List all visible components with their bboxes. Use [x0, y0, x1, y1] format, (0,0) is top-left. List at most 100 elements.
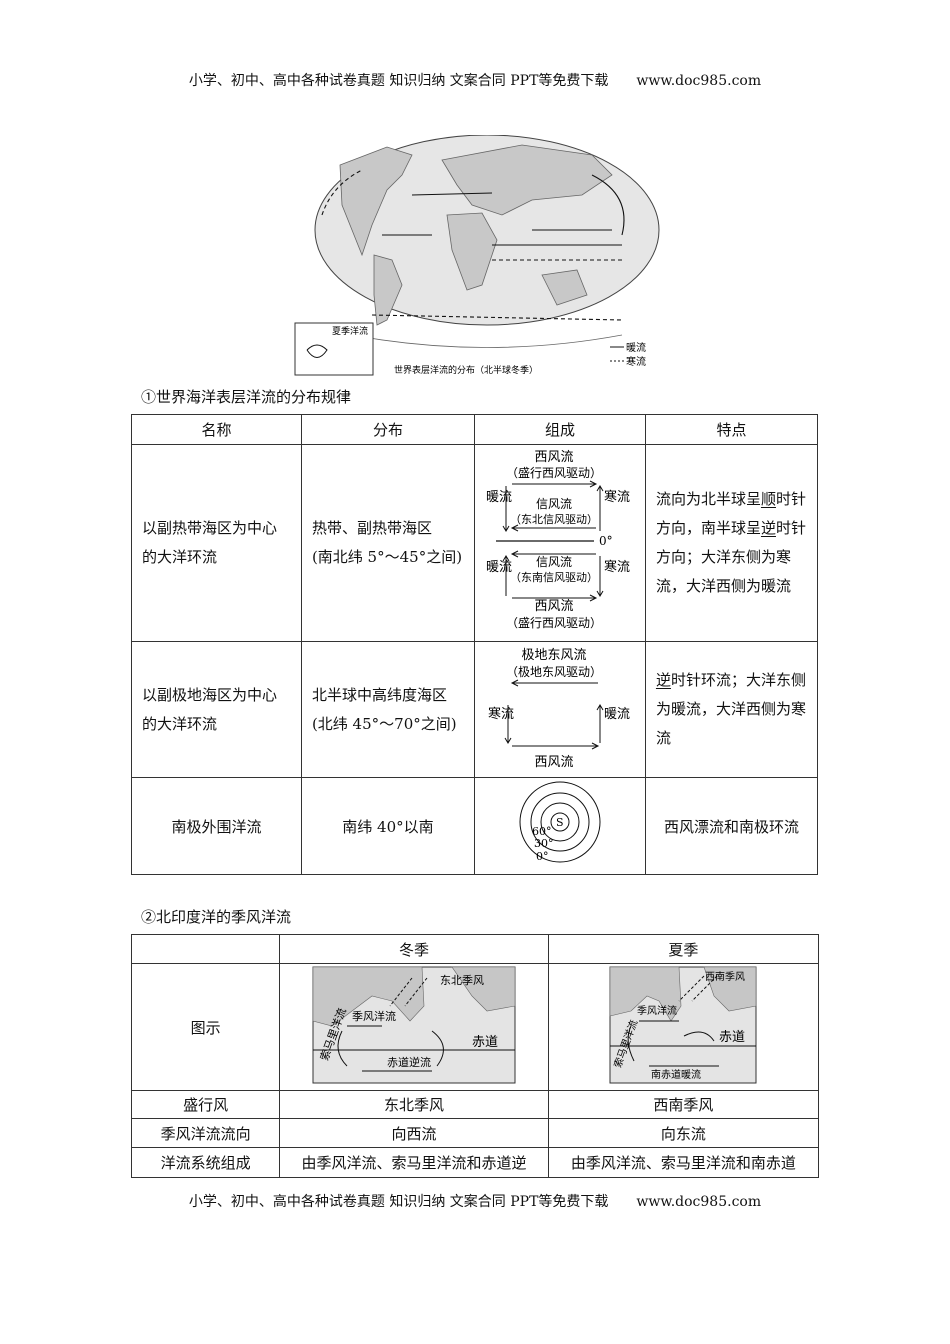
table-row: 以副极地海区为中心 的大洋环流 北半球中高纬度海区 (北纬 45°～70°之间)… — [131, 641, 819, 778]
svg-text:（东北信风驱动）: （东北信风驱动） — [510, 513, 598, 526]
row3-name: 南极外围洋流 — [131, 777, 302, 875]
page-header: 小学、初中、高中各种试卷真题 知识归纳 文案合同 PPT等免费下载 www.doc… — [0, 70, 950, 90]
row2-name: 以副极地海区为中心 的大洋环流 — [131, 641, 302, 778]
svg-text:赤道: 赤道 — [719, 1030, 745, 1045]
svg-text:0°: 0° — [536, 850, 549, 863]
winter-value: 东北季风 — [279, 1090, 549, 1119]
table-row: 以副热带海区为中心 的大洋环流 热带、副热带海区 (南北纬 5°～45°之间) … — [131, 444, 819, 642]
land-eurasia — [441, 144, 613, 216]
svg-text:信风流: 信风流 — [536, 555, 572, 569]
header-site: www.doc985.com — [636, 73, 762, 89]
svg-text:西风流: 西风流 — [534, 755, 573, 770]
table-header-row: 名称 分布 组成 特点 — [131, 414, 819, 445]
svg-text:东北季风: 东北季风 — [440, 974, 484, 987]
subpolar-arrows — [504, 679, 604, 749]
svg-text:暖流: 暖流 — [604, 707, 630, 722]
monsoon-current-table: 冬季 夏季 图示 东北季风 季风洋流 索马里洋流 赤道 — [130, 934, 820, 1178]
distribution-table: 名称 分布 组成 特点 以副热带海区为中心 的大洋环流 热带、副热带海区 (南北… — [131, 414, 819, 875]
page-footer: 小学、初中、高中各种试卷真题 知识归纳 文案合同 PPT等免费下载 www.doc… — [0, 1191, 950, 1211]
section1-title: ①世界海洋表层洋流的分布规律 — [141, 388, 352, 406]
svg-text:西风流: 西风流 — [534, 450, 573, 465]
summer-monsoon-map: 西南季风 季风洋流 索马里洋流 赤道 南赤道暖流 — [609, 966, 757, 1084]
svg-text:寒流: 寒流 — [604, 489, 630, 505]
land-north-america — [339, 146, 413, 257]
header-text: 小学、初中、高中各种试卷真题 知识归纳 文案合同 PPT等免费下载 — [188, 73, 609, 89]
table-row: 南极外围洋流 南纬 40°以南 S 60° 30° 0° 西风漂流和南极环流 — [131, 777, 819, 875]
col-distribution: 分布 — [300, 414, 475, 445]
col-feature: 特点 — [644, 414, 819, 445]
svg-text:南赤道暖流: 南赤道暖流 — [651, 1068, 701, 1081]
winter-value: 向西流 — [279, 1118, 549, 1148]
subpolar-gyre-diagram: 极地东风流 （极地东风驱动） 西风流 寒流 暖流 — [488, 648, 630, 770]
svg-text:60°: 60° — [532, 825, 552, 838]
summer-value: 向东流 — [547, 1118, 820, 1148]
row3-distribution: 南纬 40°以南 — [300, 777, 475, 875]
svg-text:季风洋流: 季风洋流 — [352, 1009, 396, 1023]
land-antarctica — [351, 334, 623, 348]
svg-text:信风流: 信风流 — [536, 497, 572, 511]
summer-value: 由季风洋流、索马里洋流和南赤道 — [547, 1147, 820, 1178]
col-composition: 组成 — [473, 414, 646, 445]
svg-text:（盛行西风驱动）: （盛行西风驱动） — [506, 615, 602, 630]
current-arrows — [321, 169, 625, 321]
legend-warm-label: 暖流 — [626, 341, 646, 354]
col-winter: 冬季 — [279, 934, 549, 964]
svg-text:暖流: 暖流 — [486, 560, 512, 575]
svg-text:季风洋流: 季风洋流 — [637, 1004, 677, 1017]
svg-text:暖流: 暖流 — [486, 490, 512, 505]
svg-text:西南季风: 西南季风 — [705, 970, 745, 983]
subtropical-gyre-diagram: 西风流 （盛行西风驱动） 信风流 （东北信风驱动） 信风流 （东南信风驱动） 西… — [486, 450, 630, 630]
footer-text: 小学、初中、高中各种试卷真题 知识归纳 文案合同 PPT等免费下载 — [188, 1194, 609, 1210]
row3-feature: 西风漂流和南极环流 — [644, 777, 819, 875]
svg-text:30°: 30° — [534, 837, 554, 850]
winter-monsoon-map: 东北季风 季风洋流 索马里洋流 赤道 赤道逆流 — [312, 966, 516, 1084]
row3-diagram-cell: S 60° 30° 0° — [473, 777, 646, 875]
summer-map-cell: 西南季风 季风洋流 索马里洋流 赤道 南赤道暖流 — [547, 963, 820, 1091]
legend-cold-label: 寒流 — [626, 355, 646, 368]
gyre-arrows — [495, 480, 604, 602]
row2-distribution: 北半球中高纬度海区 (北纬 45°～70°之间) — [300, 641, 475, 778]
land-africa — [446, 212, 498, 291]
svg-text:寒流: 寒流 — [604, 559, 630, 575]
row2-feature: 逆时针环流；大洋东侧为暖流，大洋西侧为寒流 — [644, 641, 819, 778]
svg-text:赤道逆流: 赤道逆流 — [387, 1055, 431, 1069]
svg-text:S: S — [556, 816, 564, 829]
table-row: 盛行风 东北季风 西南季风 — [130, 1090, 820, 1119]
svg-text:（东南信风驱动）: （东南信风驱动） — [510, 571, 598, 584]
row-label: 洋流系统组成 — [130, 1147, 281, 1178]
row1-feature: 流向为北半球呈顺时针方向，南半球呈逆时针方向；大洋东侧为寒流，大洋西侧为暖流 — [644, 444, 819, 642]
inset-label: 夏季洋流 — [332, 325, 368, 337]
land-australia — [541, 269, 588, 306]
map-caption: 世界表层洋流的分布（北半球冬季） — [394, 364, 538, 376]
svg-text:极地东风流: 极地东风流 — [521, 648, 586, 663]
row-label: 盛行风 — [130, 1090, 281, 1119]
row-label-diagram: 图示 — [130, 963, 281, 1091]
summer-value: 西南季风 — [547, 1090, 820, 1119]
section2-title: ②北印度洋的季风洋流 — [141, 908, 292, 926]
svg-text:0°: 0° — [599, 534, 613, 548]
table-row: 洋流系统组成 由季风洋流、索马里洋流和赤道逆 由季风洋流、索马里洋流和南赤道 — [130, 1147, 820, 1178]
col-summer: 夏季 — [547, 934, 820, 964]
table-row: 季风洋流流向 向西流 向东流 — [130, 1118, 820, 1148]
winter-value: 由季风洋流、索马里洋流和赤道逆 — [279, 1147, 549, 1178]
antarctic-circulation-diagram: S 60° 30° 0° — [519, 781, 601, 863]
row1-distribution: 热带、副热带海区 (南北纬 5°～45°之间) — [300, 444, 475, 642]
table-header-row: 冬季 夏季 — [130, 934, 820, 964]
svg-text:赤道: 赤道 — [472, 1035, 498, 1050]
svg-text:西风流: 西风流 — [534, 599, 573, 614]
svg-text:（盛行西风驱动）: （盛行西风驱动） — [506, 465, 602, 480]
col-blank — [130, 934, 281, 964]
inset-gyre — [306, 344, 328, 358]
world-ocean-current-map: 夏季洋流 暖流 寒流 世界表层洋流的分布（北半球冬季） — [294, 135, 660, 376]
row1-name: 以副热带海区为中心 的大洋环流 — [131, 444, 302, 642]
svg-text:寒流: 寒流 — [488, 706, 514, 722]
land-south-america — [373, 254, 403, 326]
footer-site: www.doc985.com — [636, 1194, 762, 1210]
col-name: 名称 — [131, 414, 302, 445]
table-row: 图示 东北季风 季风洋流 索马里洋流 赤道 赤道逆流 — [130, 963, 820, 1091]
row2-diagram-cell: 极地东风流 （极地东风驱动） 西风流 寒流 暖流 — [473, 641, 646, 778]
svg-text:（极地东风驱动）: （极地东风驱动） — [506, 665, 602, 679]
row-label: 季风洋流流向 — [130, 1118, 281, 1148]
row1-diagram-cell: 西风流 （盛行西风驱动） 信风流 （东北信风驱动） 信风流 （东南信风驱动） 西… — [473, 444, 646, 642]
winter-map-cell: 东北季风 季风洋流 索马里洋流 赤道 赤道逆流 — [279, 963, 549, 1091]
